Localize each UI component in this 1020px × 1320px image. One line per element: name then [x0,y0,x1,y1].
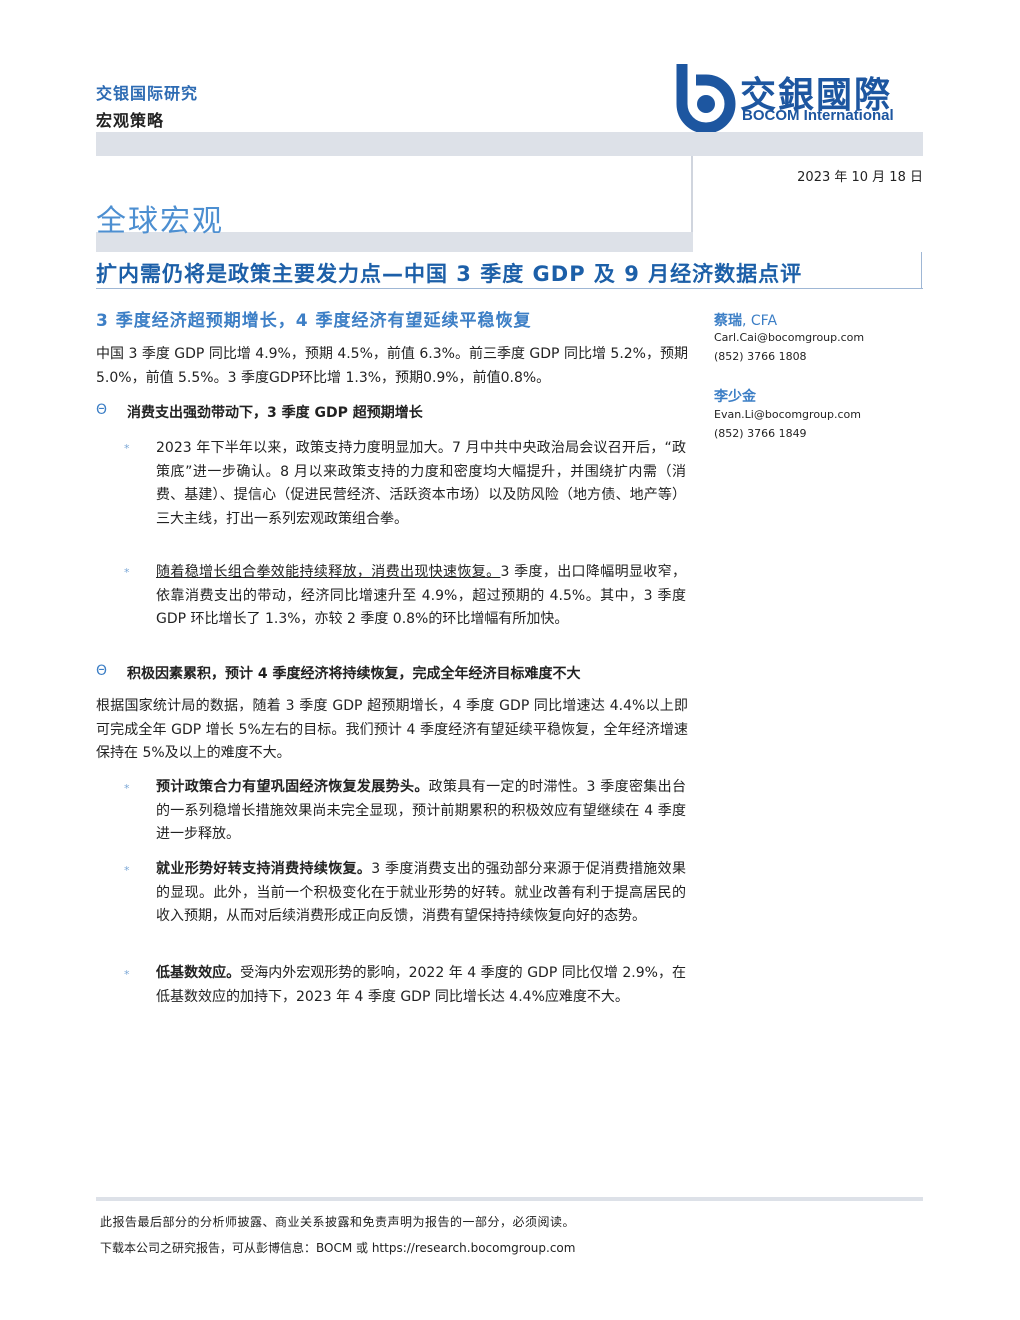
header-band [96,132,923,156]
bullet-lead: 就业形势好转支持消费持续恢复。 [156,861,372,877]
author-contact: Carl.Cai@bocomgroup.com (852) 3766 1808 [714,328,864,366]
bullet-policy: 2023 年下半年以来，政策支持力度明显加大。7 月中共中央政治局会议召开后，“… [156,440,686,527]
author-name: 蔡瑞, CFA [714,310,777,330]
theta-bullet-icon: Θ [96,663,108,679]
paragraph-outlook: 根据国家统计局的数据，随着 3 季度 GDP 超预期增长，4 季度 GDP 同比… [96,698,688,761]
star-bullet-icon: * [124,968,130,981]
heading-consumption: 消费支出强劲带动下，3 季度 GDP 超预期增长 [127,405,423,421]
author-phone: (852) 3766 1808 [714,350,807,363]
bullet-consumption: 随着稳增长组合拳效能持续释放，消费出现快速恢复。3 季度，出口降幅明显收窄，依靠… [156,561,686,632]
star-bullet-icon: * [124,566,130,579]
section-title: 全球宏观 [96,204,224,239]
bullet-text: 3 季度，出口降幅明显收窄，依靠消费支出的带动，经济同比增速升至 4.9%，超过… [156,564,687,627]
footer-download[interactable]: 下载本公司之研究报告，可从彭博信息：BOCM 或 https://researc… [100,1241,576,1255]
title-band [96,232,693,252]
author-email[interactable]: Evan.Li@bocomgroup.com [714,408,861,421]
bullet-lead: 低基数效应。 [156,965,241,981]
report-title: 扩内需仍将是政策主要发力点—中国 3 季度 GDP 及 9 月经济数据点评 [96,262,803,286]
bullet-employment: 就业形势好转支持消费持续恢复。3 季度消费支出的强劲部分来源于促消费措施效果的显… [156,858,686,929]
bocom-logo-icon [676,64,736,132]
heading-outlook: 积极因素累积，预计 4 季度经济将持续恢复，完成全年经济目标难度不大 [127,666,581,682]
title-rule-side [921,252,922,289]
author-credential: , CFA [742,313,778,329]
publisher-name: 交银国际研究 [96,84,199,103]
logo-text-en: BOCOM International [742,107,894,124]
bullet-text: 受海内外宏观形势的影响，2022 年 4 季度的 GDP 同比仅增 2.9%，在… [156,965,687,1005]
author-contact: Evan.Li@bocomgroup.com (852) 3766 1849 [714,405,861,443]
star-bullet-icon: * [124,442,130,455]
bullet-lead: 预计政策合力有望巩固经济恢复发展势头。 [156,779,429,795]
report-date: 2023 年 10 月 18 日 [797,170,923,185]
bullet-policy-synergy: 预计政策合力有望巩固经济恢复发展势头。政策具有一定的时滞性。3 季度密集出台的一… [156,776,686,847]
theta-bullet-icon: Θ [96,402,108,418]
bullet-base-effect: 低基数效应。受海内外宏观形势的影响，2022 年 4 季度的 GDP 同比仅增 … [156,962,686,1009]
footer-disclaimer: 此报告最后部分的分析师披露、商业关系披露和免责声明为报告的一部分，必须阅读。 [100,1215,576,1229]
author-name-text: 蔡瑞 [714,313,742,329]
report-type: 宏观策略 [96,111,165,130]
summary-heading: 3 季度经济超预期增长，4 季度经济有望延续平稳恢复 [96,311,532,331]
logo-text-cn: 交銀國際 [740,74,893,116]
star-bullet-icon: * [124,782,130,795]
paragraph-gdp: 中国 3 季度 GDP 同比增 4.9%，预期 4.5%，前值 6.3%。前三季… [96,346,688,386]
title-rule [96,288,923,289]
author-email[interactable]: Carl.Cai@bocomgroup.com [714,331,865,344]
bullet-lead: 随着稳增长组合拳效能持续释放，消费出现快速恢复。 [156,564,501,580]
bullet-text: 政策具有一定的时滞性。3 季度密集出台的一系列稳增长措施效果尚未完全显现，预计前… [156,779,686,842]
divider [691,156,693,233]
footer-rule [96,1197,923,1201]
star-bullet-icon: * [124,864,130,877]
author-name: 李少金 [714,389,756,405]
bullet-text: 3 季度消费支出的强劲部分来源于促消费措施效果的显现。此外，当前一个积极变化在于… [156,861,687,924]
author-phone: (852) 3766 1849 [714,427,807,440]
